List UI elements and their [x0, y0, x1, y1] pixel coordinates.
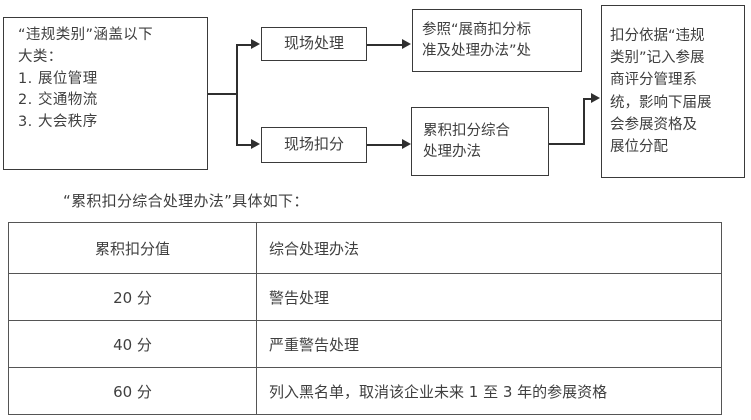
flow-box-cumulative-method: 累积扣分综合 处理办法: [411, 107, 549, 176]
cumulative-deduction-table: 累积扣分值 综合处理办法 20 分 警告处理 40 分 严重警告处理 60 分 …: [8, 222, 722, 415]
categories-item-1-label: 展位管理: [38, 70, 98, 87]
refer-standard-line-2: 准及处理办法”处: [422, 42, 532, 59]
flow-box-refer-standard: 参照“展商扣分标 准及处理办法”处: [412, 9, 582, 72]
cumulative-method-line-2: 处理办法: [423, 143, 481, 160]
arrow-to-record-system: [591, 93, 600, 103]
categories-line-1: “违规类别”涵盖以下: [18, 27, 154, 43]
connector-spine-vertical: [236, 44, 238, 145]
connector-cumulative-elbow-vertical: [583, 98, 585, 144]
table-header-method: 综合处理办法: [256, 222, 722, 274]
connector-branch-top: [236, 44, 253, 46]
arrow-to-onsite-handle: [251, 39, 260, 49]
categories-item-2-label: 交通物流: [38, 92, 98, 109]
connector-branch-bottom: [236, 144, 253, 146]
arrow-to-refer-standard: [402, 39, 411, 49]
table-row: 20 分 警告处理: [8, 273, 722, 321]
connector-handle-to-standard: [367, 44, 403, 46]
flow-box-onsite-handling: 现场处理: [261, 27, 367, 61]
categories-line-2: 大类：: [18, 48, 63, 65]
categories-item-3-label: 大会秩序: [38, 114, 98, 130]
categories-item-3-number: 3.: [18, 114, 33, 130]
onsite-handle-label: 现场处理: [283, 34, 344, 53]
connector-stem-from-categories: [208, 93, 238, 95]
categories-item-3: 3. 大会秩序: [18, 112, 207, 134]
table-cell-method: 警告处理: [256, 273, 722, 321]
table-cell-score: 40 分: [8, 320, 257, 368]
cumulative-method-line-1: 累积扣分综合: [423, 122, 510, 139]
record-system-line-6: 展位分配: [610, 138, 668, 155]
table-row: 40 分 严重警告处理: [8, 320, 722, 368]
arrow-to-cumulative-method: [402, 139, 411, 149]
record-system-line-2: 类别”记入参展: [610, 50, 705, 67]
table-cell-method: 列入黑名单，取消该企业未来 1 至 3 年的参展资格: [256, 367, 722, 415]
table-cell-score: 20 分: [8, 273, 257, 321]
record-system-line-3: 商评分管理系: [610, 72, 697, 89]
categories-item-2-number: 2.: [18, 92, 33, 109]
table-cell-score: 60 分: [8, 367, 257, 415]
table-header-score: 累积扣分值: [8, 222, 257, 274]
table-cell-method: 严重警告处理: [256, 320, 722, 368]
categories-item-2: 2. 交通物流: [18, 90, 207, 112]
connector-cumulative-elbow-lower: [549, 143, 585, 145]
connector-cumulative-elbow-upper: [583, 98, 592, 100]
categories-item-1-number: 1.: [18, 70, 33, 87]
table-row: 60 分 列入黑名单，取消该企业未来 1 至 3 年的参展资格: [8, 367, 722, 415]
connector-deduct-to-cumulative: [367, 144, 403, 146]
arrow-to-onsite-deduct: [251, 139, 260, 149]
refer-standard-line-1: 参照“展商扣分标: [422, 21, 532, 38]
flow-box-violation-categories: “违规类别”涵盖以下 大类： 1. 展位管理 2. 交通物流 3. 大会秩序: [3, 17, 208, 170]
record-system-line-5: 会参展资格及: [610, 116, 697, 133]
record-system-line-4: 统，影响下届展: [610, 94, 712, 111]
flow-box-record-system: 扣分依据“违规 类别”记入参展 商评分管理系 统，影响下届展 会参展资格及 展位…: [601, 5, 745, 178]
table-caption: “累积扣分综合处理办法”具体如下：: [63, 192, 309, 210]
flow-box-onsite-deduction: 现场扣分: [261, 127, 367, 163]
record-system-line-1: 扣分依据“违规: [610, 28, 705, 45]
table-header-row: 累积扣分值 综合处理办法: [8, 222, 722, 274]
onsite-deduct-label: 现场扣分: [283, 135, 344, 154]
categories-item-1: 1. 展位管理: [18, 69, 207, 91]
